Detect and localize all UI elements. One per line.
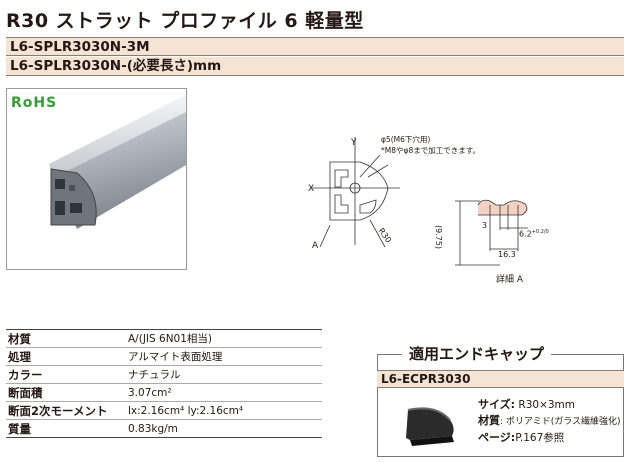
spec-value: lx:2.16cm⁴ ly:2.16cm⁴ (126, 401, 322, 420)
product-photo (6, 88, 187, 270)
spec-value: ナチュラル (126, 365, 322, 384)
hole-note: φ5(M6下穴用) (381, 135, 431, 144)
end-cap-page: ページ:P.167参照 (478, 431, 565, 444)
detail-a-label: 詳細 A (496, 275, 524, 285)
table-row: カラーナチュラル (6, 365, 322, 384)
part-number-fixed: L6-SPLR3030N-3M (6, 37, 624, 56)
spec-value: A/(JIS 6N01相当) (126, 329, 322, 348)
spec-label: 断面2次モーメント (6, 401, 126, 420)
end-cap-size: サイズ: R30×3mm (478, 398, 576, 411)
end-cap-heading: 適用エンドキャップ (402, 343, 552, 364)
section-a-label: A (312, 241, 319, 251)
dim-height-label: (9.75) (434, 225, 443, 250)
axis-y-label: Y (351, 138, 357, 148)
cross-section-drawing: φ5(M6下穴用) *M8やφ8まで加工できます。 Y X A R30 (9.7… (300, 125, 549, 285)
bolt-note: *M8やφ8まで加工できます。 (381, 146, 480, 155)
end-cap-code: L6-ECPR3030 (377, 370, 624, 388)
spec-label: 質量 (6, 419, 126, 438)
end-cap-image (392, 396, 472, 451)
spec-label: 材質 (6, 329, 126, 348)
end-cap-specs: サイズ: R30×3mm 材質: ポリアミド(ガラス繊維強化) ページ:P.16… (478, 397, 621, 446)
spec-value: アルマイト表面処理 (126, 347, 322, 366)
part-number-custom: L6-SPLR3030N-(必要長さ)mm (6, 57, 624, 76)
spec-label: カラー (6, 365, 126, 384)
spec-value: 3.07cm² (126, 383, 322, 402)
spec-label: 処理 (6, 347, 126, 366)
table-row: 処理アルマイト表面処理 (6, 347, 322, 366)
drawing-lines (312, 137, 528, 266)
end-cap-material: 材質: ポリアミド(ガラス繊維強化) (478, 414, 621, 427)
dim-slot-label: 6.2+0.2/0 (519, 229, 549, 239)
axis-x-label: X (308, 184, 315, 194)
spec-label: 断面積 (6, 383, 126, 402)
dim-3-label: 3 (482, 221, 488, 230)
spec-value: 0.83kg/m (126, 419, 322, 438)
page-title: R30 ストラット プロファイル 6 軽量型 (6, 10, 364, 32)
dim-width-label: 16.3 (498, 250, 516, 259)
rohs-logo: RoHS (11, 95, 58, 111)
